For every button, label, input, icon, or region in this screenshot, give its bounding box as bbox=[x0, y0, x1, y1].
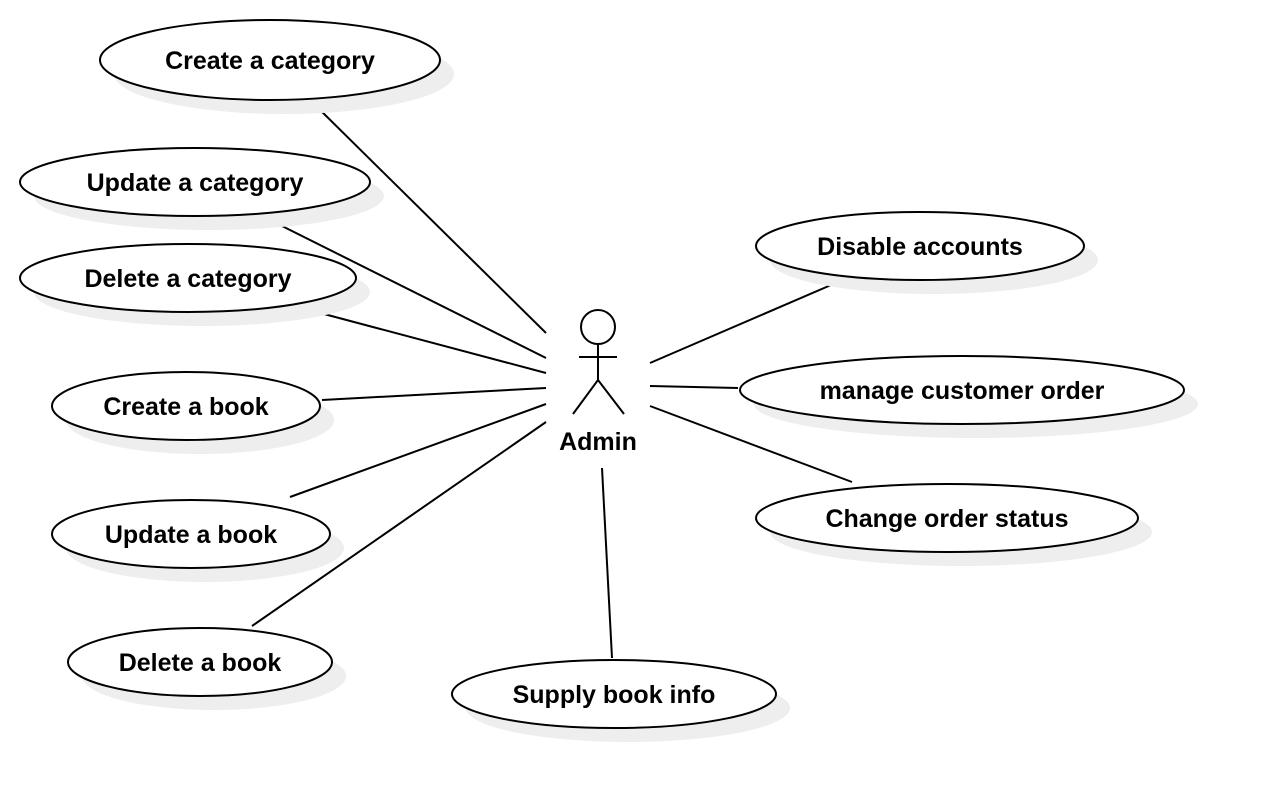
stick-figure-icon bbox=[572, 309, 625, 415]
association-line-delete-book bbox=[251, 421, 547, 627]
association-line-update-book bbox=[289, 403, 547, 498]
use-case-label: Update a category bbox=[87, 169, 304, 197]
use-case-ellipse bbox=[19, 147, 371, 217]
association-line-update-category bbox=[265, 217, 547, 359]
actor-admin: Admin bbox=[559, 309, 637, 456]
use-case-ellipse bbox=[67, 627, 333, 697]
use-case-label: Create a category bbox=[165, 47, 375, 75]
association-line-manage-customer-order bbox=[649, 385, 739, 389]
use-case-update-category[interactable]: Update a category bbox=[19, 147, 384, 230]
use-case-ellipse bbox=[755, 211, 1085, 281]
use-case-supply-book-info[interactable]: Supply book info bbox=[451, 659, 790, 742]
use-case-ellipse bbox=[99, 19, 441, 101]
association-line-supply-book-info bbox=[601, 467, 613, 659]
use-case-ellipse bbox=[51, 499, 331, 569]
use-case-ellipse bbox=[755, 483, 1139, 553]
use-case-ellipse bbox=[739, 355, 1185, 425]
use-case-delete-category[interactable]: Delete a category bbox=[19, 243, 370, 326]
use-case-label: Change order status bbox=[825, 505, 1068, 533]
association-line-change-order-status bbox=[649, 405, 853, 483]
use-case-create-category[interactable]: Create a category bbox=[99, 19, 454, 114]
use-case-label: Update a book bbox=[105, 521, 277, 549]
use-case-manage-customer-order[interactable]: manage customer order bbox=[739, 355, 1198, 438]
use-case-disable-accounts[interactable]: Disable accounts bbox=[755, 211, 1098, 294]
use-case-delete-book[interactable]: Delete a book bbox=[67, 627, 346, 710]
use-case-label: Disable accounts bbox=[817, 233, 1023, 261]
use-case-change-order-status[interactable]: Change order status bbox=[755, 483, 1152, 566]
use-case-label: Supply book info bbox=[513, 681, 716, 709]
use-case-ellipse bbox=[51, 371, 321, 441]
use-case-label: manage customer order bbox=[820, 377, 1105, 405]
use-case-label: Delete a book bbox=[119, 649, 282, 677]
use-case-create-book[interactable]: Create a book bbox=[51, 371, 334, 454]
association-line-disable-accounts bbox=[649, 281, 839, 364]
association-line-delete-category bbox=[323, 313, 547, 374]
use-case-label: Delete a category bbox=[84, 265, 291, 293]
use-case-update-book[interactable]: Update a book bbox=[51, 499, 344, 582]
actor-name-label: Admin bbox=[559, 428, 637, 456]
use-case-ellipse bbox=[451, 659, 777, 729]
use-case-label: Create a book bbox=[103, 393, 268, 421]
association-lines bbox=[251, 101, 853, 659]
use-case-ellipse bbox=[19, 243, 357, 313]
association-line-create-category bbox=[311, 101, 547, 334]
association-line-create-book bbox=[321, 387, 547, 401]
